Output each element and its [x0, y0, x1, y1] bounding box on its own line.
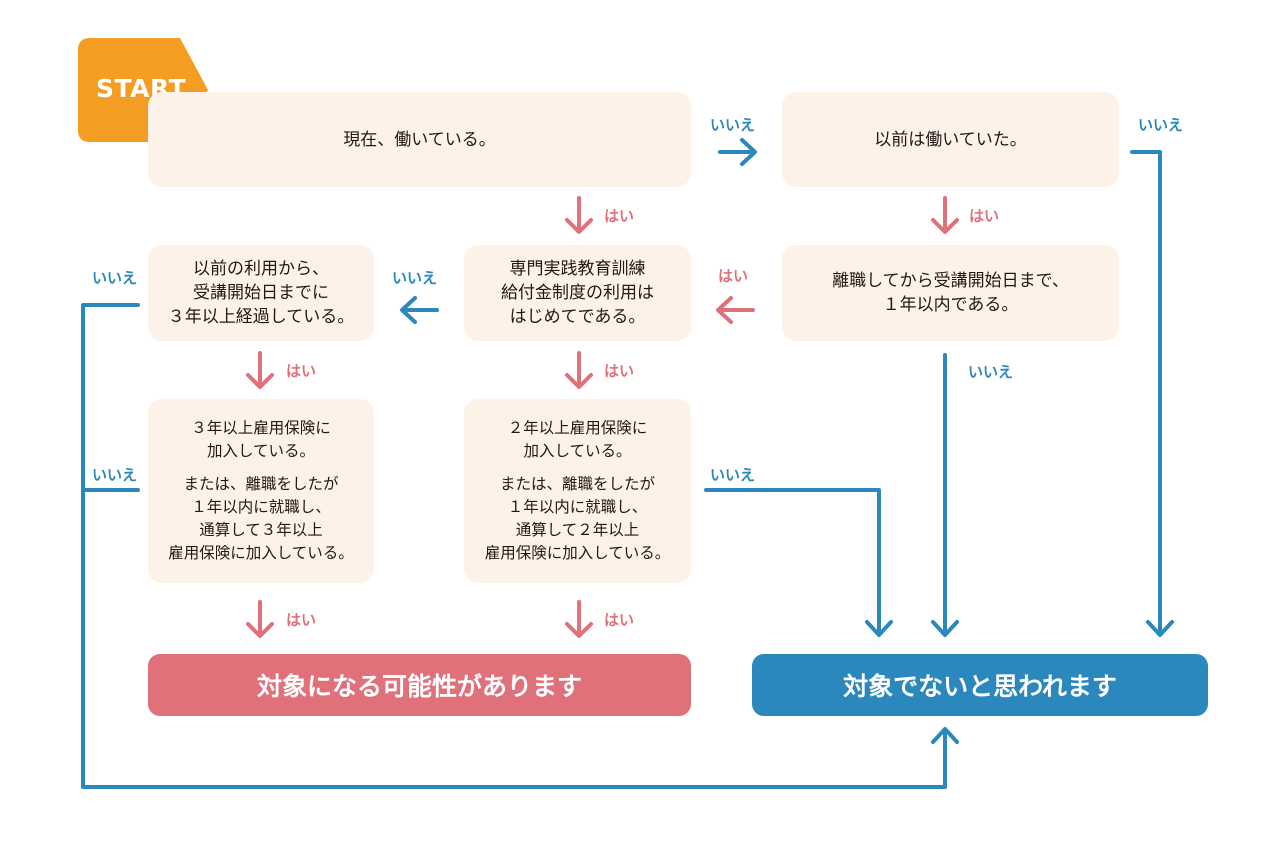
arrow-down-yes-2 — [931, 196, 959, 234]
label-no: いいえ — [968, 363, 1014, 381]
label-yes: はい — [604, 207, 635, 225]
node-text: ３年以上経過している。 — [167, 307, 355, 327]
result-eligible: 対象になる可能性があります — [148, 654, 691, 716]
arrow-right-no — [718, 138, 757, 166]
line-within-year-no — [931, 353, 959, 637]
label-yes: はい — [604, 611, 635, 629]
node-text: 現在、働いている。 — [343, 129, 496, 150]
arrow-down-yes-4 — [565, 351, 593, 389]
node-insured-3-years: ３年以上雇用保険に 加入している。 または、離職をしたが １年以内に就職し、 通… — [148, 399, 374, 583]
node-text: 専門実践教育訓練 — [509, 259, 646, 279]
node-previously-worked: 以前は働いていた。 — [782, 92, 1119, 187]
node-text: 離職してから受講開始日まで、 — [832, 271, 1069, 291]
arrow-down-yes-3 — [246, 351, 274, 389]
node-para-2: または、離職をしたが １年以内に就職し、 通算して３年以上 雇用保険に加入してい… — [168, 473, 354, 565]
node-currently-working: 現在、働いている。 — [148, 92, 691, 187]
node-text: 雇用保険に加入している。 — [168, 544, 354, 562]
line-previous-no — [1130, 150, 1174, 637]
node-text: または、離職をしたが — [499, 475, 655, 493]
node-text: １年以内に就職し、 — [191, 498, 331, 516]
node-text: 通算して２年以上 — [515, 521, 640, 539]
label-yes: はい — [286, 362, 317, 380]
line-2years-no — [704, 488, 893, 637]
node-para-1: ３年以上雇用保険に 加入している。 — [191, 417, 331, 463]
node-text: または、離職をしたが — [183, 475, 339, 493]
line-left-no-loop — [81, 303, 959, 789]
node-within-one-year: 離職してから受講開始日まで、 １年以内である。 — [782, 245, 1119, 341]
node-text: ３年以上雇用保険に — [191, 419, 331, 437]
label-yes: はい — [969, 207, 1000, 225]
label-no: いいえ — [92, 466, 138, 484]
label-no: いいえ — [92, 269, 138, 287]
node-text: 以前は働いていた。 — [874, 129, 1027, 150]
node-text: 雇用保険に加入している。 — [484, 544, 671, 562]
result-eligible-text: 対象になる可能性があります — [256, 672, 582, 701]
node-para-1: ２年以上雇用保険に 加入している。 — [508, 417, 648, 463]
result-not-eligible-text: 対象でないと思われます — [843, 672, 1117, 701]
node-text: ２年以上雇用保険に — [507, 419, 648, 437]
node-text: １年以内に就職し、 — [507, 498, 648, 516]
node-first-time-use: 専門実践教育訓練 給付金制度の利用は はじめてである。 — [464, 245, 691, 341]
node-text: 通算して３年以上 — [199, 521, 323, 539]
result-not-eligible: 対象でないと思われます — [752, 654, 1208, 716]
label-yes: はい — [718, 267, 749, 285]
label-no: いいえ — [710, 116, 756, 134]
arrow-left-no — [400, 296, 439, 324]
node-text: 以前の利用から、 — [193, 259, 329, 279]
node-text: 加入している。 — [523, 442, 632, 460]
label-yes: はい — [286, 611, 317, 629]
node-text: はじめてである。 — [509, 307, 646, 327]
arrow-down-yes-6 — [565, 600, 593, 638]
node-three-years-since: 以前の利用から、 受講開始日までに ３年以上経過している。 — [148, 245, 374, 341]
node-insured-2-years: ２年以上雇用保険に 加入している。 または、離職をしたが １年以内に就職し、 通… — [464, 399, 691, 583]
node-text: 加入している。 — [206, 442, 316, 460]
node-para-2: または、離職をしたが １年以内に就職し、 通算して２年以上 雇用保険に加入してい… — [485, 473, 671, 565]
label-yes: はい — [604, 362, 635, 380]
arrow-left-yes — [716, 296, 755, 324]
arrow-down-yes-1 — [565, 196, 593, 234]
label-no: いいえ — [1138, 116, 1184, 134]
arrow-down-yes-5 — [246, 600, 274, 638]
node-text: 受講開始日までに — [193, 283, 329, 303]
label-no: いいえ — [710, 466, 756, 484]
label-no: いいえ — [392, 269, 438, 287]
node-text: １年以内である。 — [882, 295, 1019, 315]
node-text: 給付金制度の利用は — [501, 283, 654, 303]
